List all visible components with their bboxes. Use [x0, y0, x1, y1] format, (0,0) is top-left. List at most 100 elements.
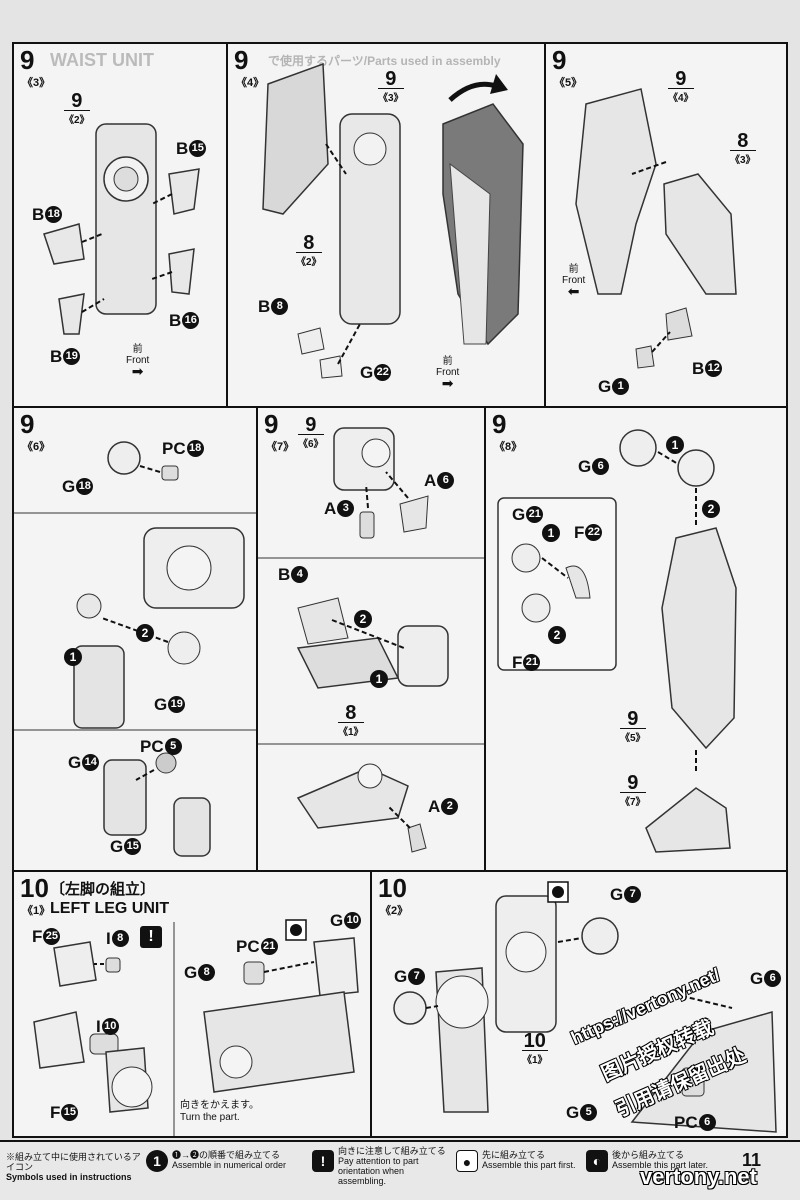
order-marker-2: 2 — [702, 500, 720, 518]
ref-number: 9 — [71, 90, 83, 112]
step-number: 9 — [492, 409, 507, 439]
section-title-left-leg-unit: LEFT LEG UNIT — [50, 900, 170, 917]
attention-icon: ! — [140, 926, 162, 948]
ref-step-8: 8 《3》 — [730, 130, 756, 166]
order-marker-1: 1 — [666, 436, 684, 454]
order-marker-2: 2 — [354, 610, 372, 628]
ref-step-8: 8 《2》 — [296, 232, 322, 268]
leg-armor-drawing — [575, 88, 737, 369]
ref-step-top: 9 《6》 — [298, 414, 324, 450]
ref-step: 9 《2》 — [64, 90, 90, 126]
order-marker-2: 2 — [136, 624, 154, 642]
ref-step: 10 《1》 — [522, 1030, 548, 1066]
numbered-order-icon: 1 — [146, 1150, 168, 1172]
step-number: 10 — [378, 873, 407, 903]
section-title-waist-unit: WAIST UNIT — [50, 50, 154, 70]
order-marker-1-inset: 1 — [542, 524, 560, 542]
step-number: 9 — [234, 45, 249, 75]
hip-joint-drawing — [14, 441, 256, 857]
substep-number: 《7》 — [266, 441, 295, 453]
lower-leg-frame-drawing — [393, 881, 777, 1133]
ref-step-a: 9 《5》 — [620, 708, 646, 744]
step-number: 9 — [264, 409, 279, 439]
substep-number: 《5》 — [554, 77, 583, 89]
ref-substep: 《2》 — [64, 110, 90, 126]
attention-icon: ! — [312, 1150, 334, 1172]
step-number: 9 — [20, 45, 35, 75]
section-title-jp: 〔左脚の組立〕 — [50, 881, 156, 898]
substep-number: 《8》 — [494, 441, 523, 453]
step-number: 9 — [552, 45, 567, 75]
waist-parts-drawing — [43, 123, 200, 335]
faded-header-text: で使用するパーツ/Parts used in assembly — [268, 54, 501, 68]
order-marker-1: 1 — [64, 648, 82, 666]
ref-step-8: 8 《1》 — [338, 702, 364, 738]
step-number: 10 — [20, 873, 49, 903]
substep-number: 《1》 — [22, 905, 51, 917]
substep-number: 《6》 — [22, 441, 51, 453]
ref-step-b: 9 《7》 — [620, 772, 646, 808]
substep-number: 《4》 — [236, 77, 265, 89]
ref-step-top: 9 《3》 — [378, 68, 404, 104]
assemble-first-icon: ● — [456, 1150, 478, 1172]
substep-number: 《2》 — [380, 905, 409, 917]
substep-number: 《3》 — [22, 77, 51, 89]
order-marker-1: 1 — [370, 670, 388, 688]
ref-step-top: 9 《4》 — [668, 68, 694, 104]
foot-assembly-drawing — [33, 919, 359, 1136]
step-number: 9 — [20, 409, 35, 439]
page-number: 11 — [742, 1150, 762, 1170]
assemble-later-icon: ◐ — [586, 1150, 608, 1172]
panel-step-9-4: 9 《4》 で使用するパーツ/Parts used in assembly 9 … — [226, 42, 546, 408]
leg-assembly-drawing — [262, 62, 524, 379]
order-marker-2-inset: 2 — [548, 626, 566, 644]
